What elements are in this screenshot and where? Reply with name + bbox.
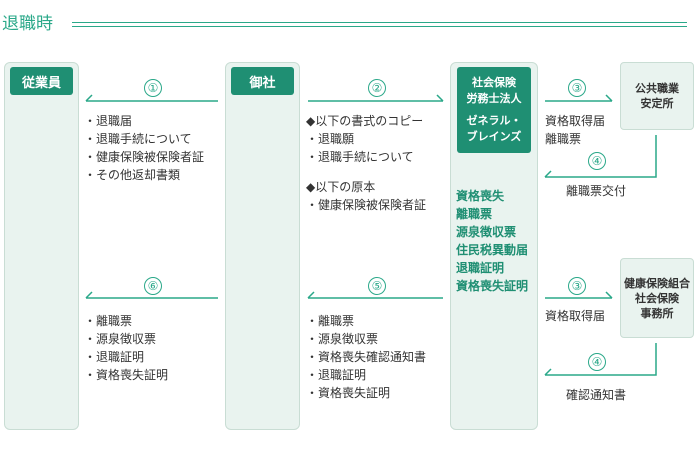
arrow-step3-bottom bbox=[545, 291, 613, 299]
step1-item: 退職手続について bbox=[84, 130, 204, 148]
step-3-bottom-number: ③ bbox=[568, 277, 586, 295]
step2-heading: ◆以下の書式のコピー bbox=[306, 114, 424, 128]
step3-top-doc: 資格取得届 bbox=[545, 114, 606, 128]
page-title: 退職時 bbox=[2, 14, 53, 34]
step4-top-doc: 離職票交付 bbox=[566, 184, 627, 198]
step6-item: 離職票 bbox=[84, 312, 168, 330]
firm-doc: 源泉徴収票 bbox=[456, 225, 517, 239]
step2-item: 退職手続について bbox=[306, 148, 426, 166]
firm-doc: 退職証明 bbox=[456, 261, 505, 275]
firm-doc: 住民税異動届 bbox=[456, 243, 529, 257]
company-column bbox=[225, 62, 300, 430]
arrow-step2 bbox=[308, 94, 444, 102]
step2b-list: 健康保険被保険者証 bbox=[306, 196, 426, 214]
step-5-number: ⑤ bbox=[368, 277, 386, 295]
step2b-item: 健康保険被保険者証 bbox=[306, 196, 426, 214]
health-union-office: 健康保険組合 社会保険 事務所 bbox=[620, 258, 694, 338]
arrow-step4-top bbox=[544, 135, 657, 178]
step2-block: ◆以下の書式のコピー 退職願 退職手続について ◆以下の原本 健康保険被保険者証 bbox=[306, 112, 426, 214]
step5-list: 離職票 源泉徴収票 資格喪失確認通知書 退職証明 資格喪失証明 bbox=[306, 312, 426, 402]
step1-item: 健康保険被保険者証 bbox=[84, 148, 204, 166]
arrow-step4-bottom bbox=[544, 343, 657, 376]
firm-doc: 離職票 bbox=[456, 207, 493, 221]
arrow-step3-top bbox=[545, 94, 613, 102]
firm-line-2: 労務士法人 bbox=[466, 92, 522, 105]
step5-item: 源泉徴収票 bbox=[306, 330, 426, 348]
employee-column bbox=[4, 62, 79, 430]
arrow-step6 bbox=[85, 291, 218, 299]
step1-list: 退職届 退職手続について 健康保険被保険者証 その他返却書類 bbox=[84, 112, 204, 184]
step2-list: 退職願 退職手続について bbox=[306, 130, 426, 166]
health-union-line-3: 事務所 bbox=[640, 306, 674, 320]
step1-item: 退職届 bbox=[84, 112, 204, 130]
public-job-office: 公共職業 安定所 bbox=[620, 62, 694, 130]
step-1-number: ① bbox=[144, 79, 162, 97]
step6-item: 源泉徴収票 bbox=[84, 330, 168, 348]
firm-line-4: ブレインズ bbox=[466, 130, 522, 143]
firm-line-3: ゼネラル・ bbox=[466, 114, 522, 127]
step2b-heading: ◆以下の原本 bbox=[306, 180, 376, 194]
step6-list: 離職票 源泉徴収票 退職証明 資格喪失証明 bbox=[84, 312, 168, 384]
firm-header: 社会保険 労務士法人 ゼネラル・ ブレインズ bbox=[457, 67, 531, 153]
firm-docs: 資格喪失 離職票 源泉徴収票 住民税異動届 退職証明 資格喪失証明 bbox=[456, 187, 528, 295]
step6-item: 資格喪失証明 bbox=[84, 366, 168, 384]
step5-item: 離職票 bbox=[306, 312, 426, 330]
employee-header: 従業員 bbox=[10, 67, 73, 95]
health-union-line-1: 健康保険組合 bbox=[624, 276, 690, 290]
step3-bottom-doc: 資格取得届 bbox=[545, 309, 606, 323]
title-rule bbox=[72, 22, 687, 27]
step3-top-doc: 離職票 bbox=[545, 132, 582, 146]
step6-item: 退職証明 bbox=[84, 348, 168, 366]
step4-bottom-doc: 確認通知書 bbox=[566, 388, 627, 402]
arrow-step5 bbox=[307, 291, 443, 299]
step1-item: その他返却書類 bbox=[84, 166, 204, 184]
public-job-line-2: 安定所 bbox=[640, 97, 674, 110]
step-4-top-number: ④ bbox=[588, 152, 606, 170]
step-3-top-number: ③ bbox=[568, 79, 586, 97]
step5-item: 退職証明 bbox=[306, 366, 426, 384]
firm-doc: 資格喪失 bbox=[456, 189, 505, 203]
company-header: 御社 bbox=[231, 67, 294, 95]
step-2-number: ② bbox=[368, 79, 386, 97]
health-union-line-2: 社会保険 bbox=[635, 291, 679, 305]
arrow-step1 bbox=[85, 94, 218, 102]
step3-top-docs: 資格取得届 離職票 bbox=[545, 112, 605, 148]
firm-line-1: 社会保険 bbox=[472, 76, 516, 89]
step2-item: 退職願 bbox=[306, 130, 426, 148]
firm-doc: 資格喪失証明 bbox=[456, 279, 529, 293]
public-job-line-1: 公共職業 bbox=[635, 82, 679, 95]
step5-item: 資格喪失確認通知書 bbox=[306, 348, 426, 366]
step-4-bottom-number: ④ bbox=[588, 353, 606, 371]
step5-item: 資格喪失証明 bbox=[306, 384, 426, 402]
step-6-number: ⑥ bbox=[144, 277, 162, 295]
